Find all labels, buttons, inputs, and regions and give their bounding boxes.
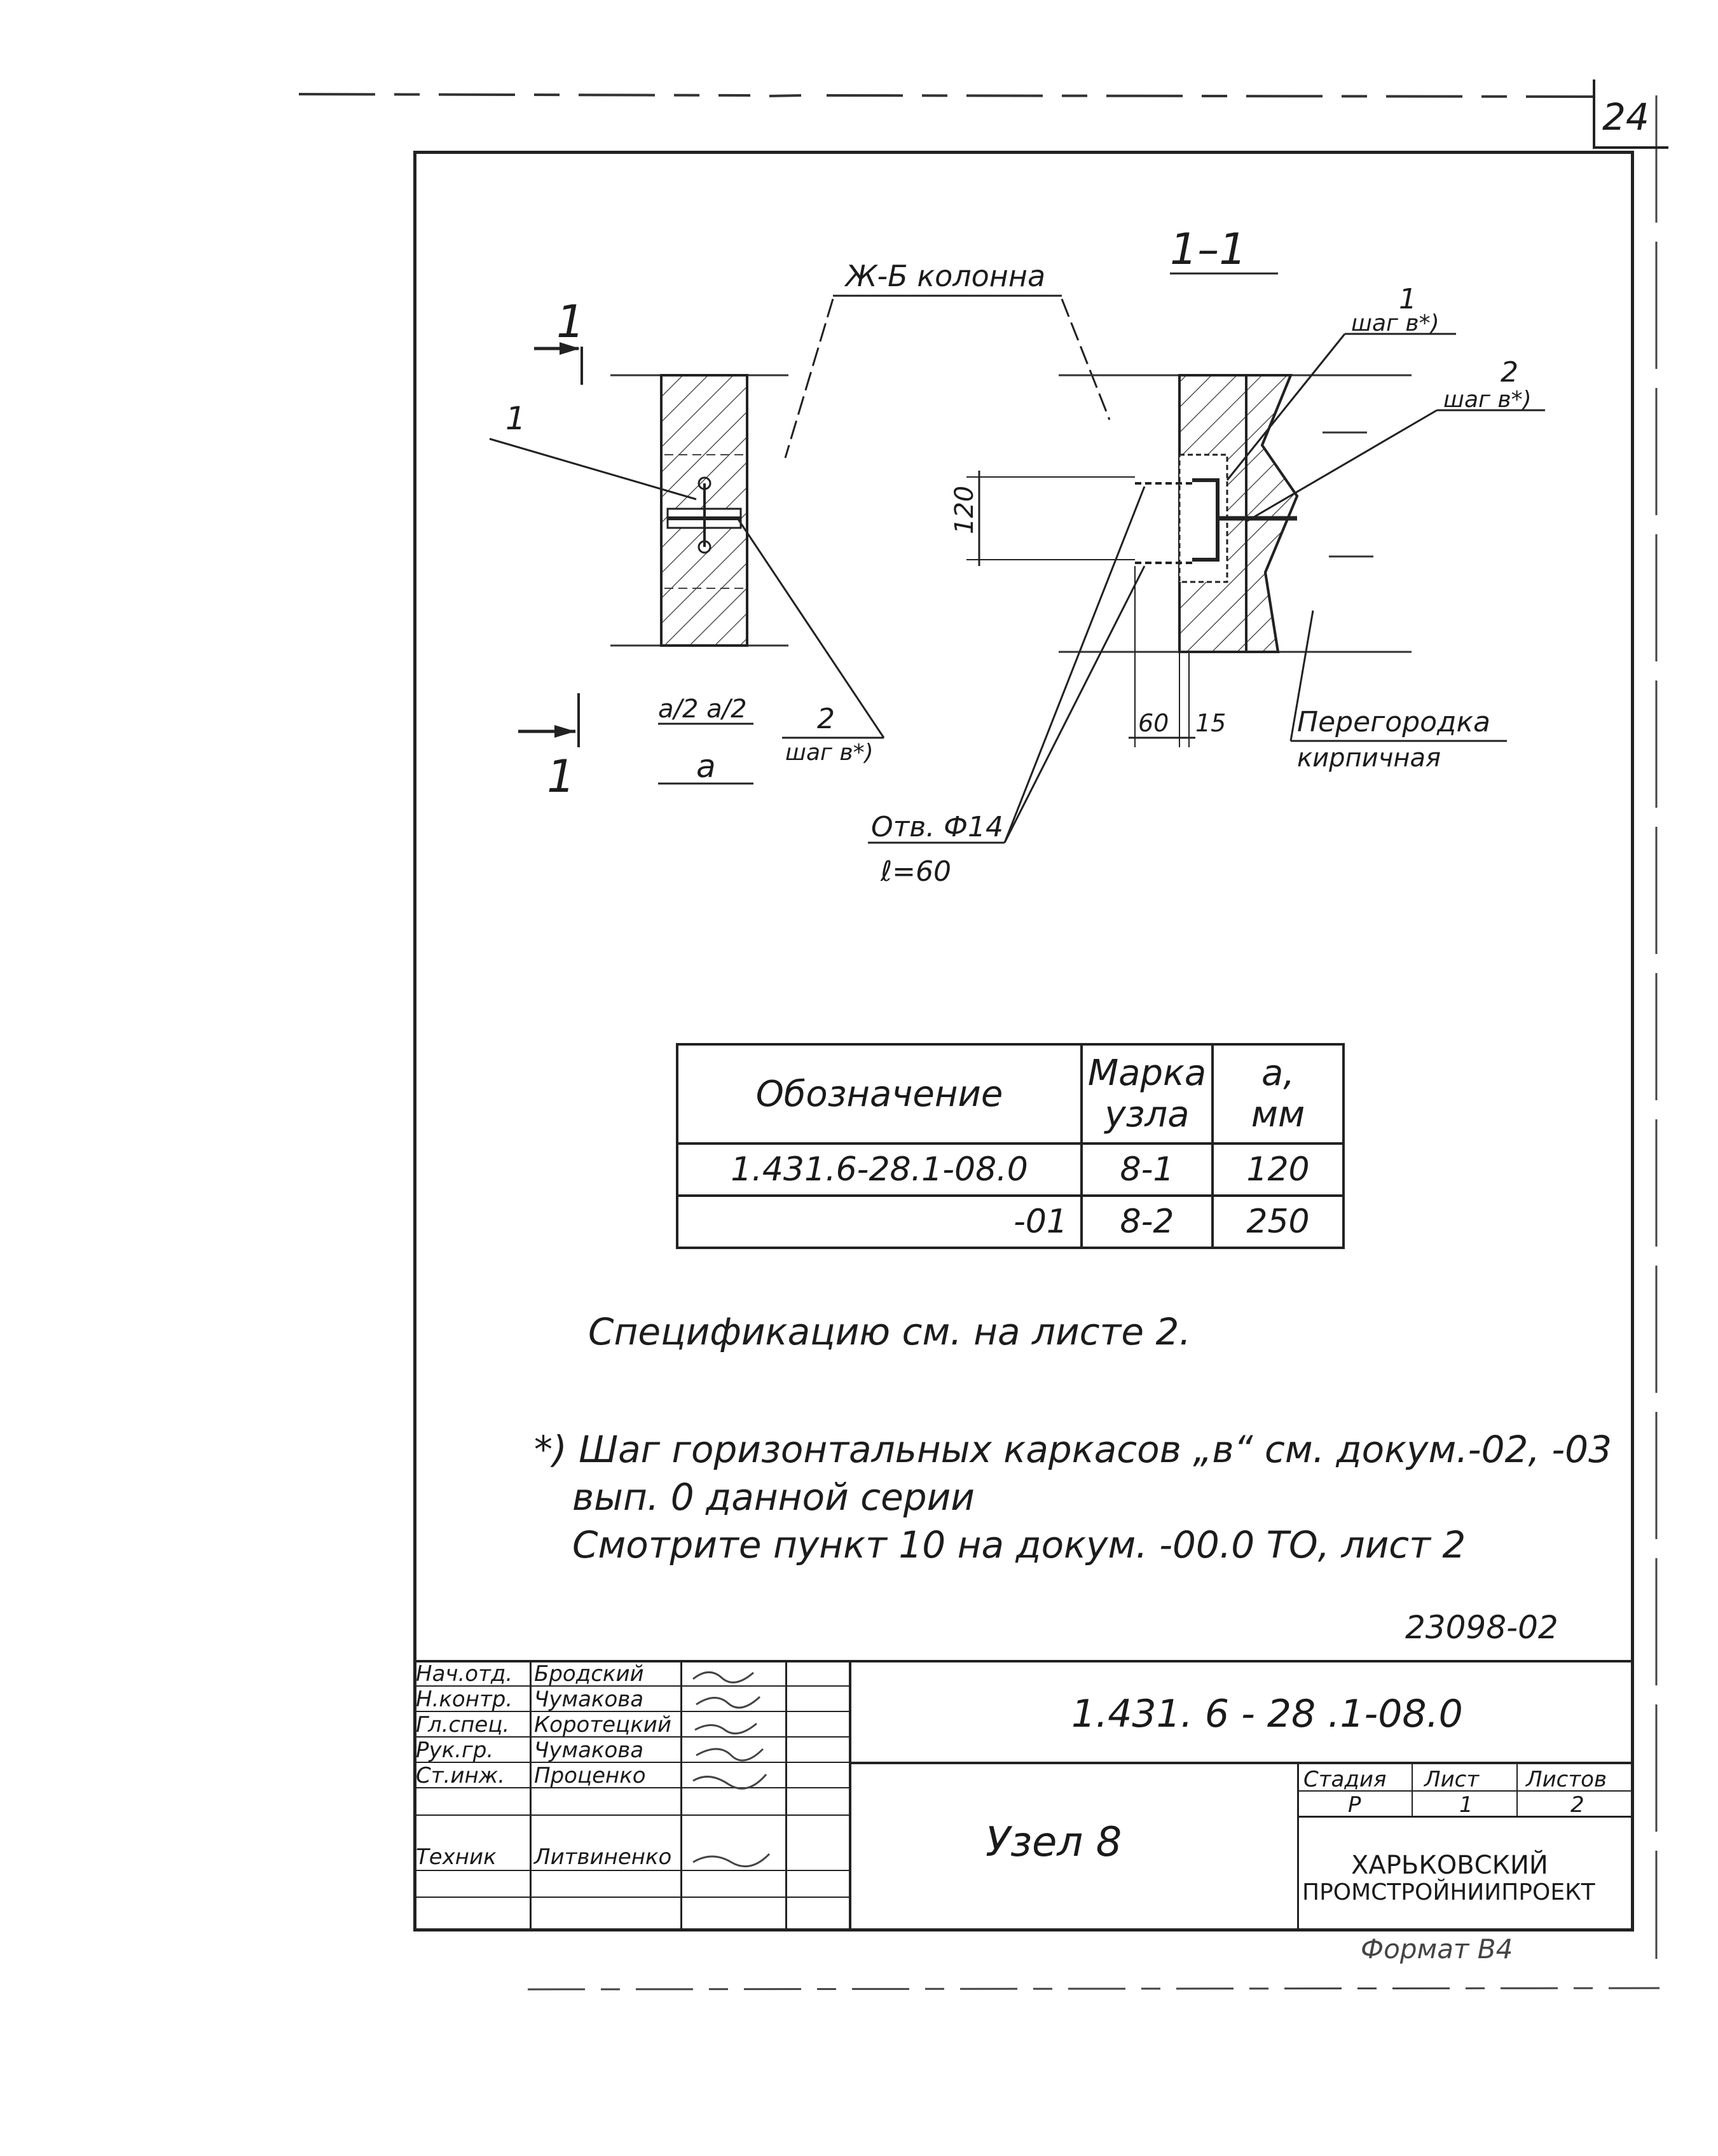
left-view (489, 294, 1111, 785)
name-0: Бродский (534, 1661, 644, 1687)
sheet-number: 24 (1602, 95, 1649, 139)
callout-2-left-num: 2 (817, 703, 835, 735)
section-mark-bottom: 1 (547, 750, 575, 803)
role-5: Техник (416, 1844, 497, 1870)
header-designation: Обозначение (676, 1043, 1083, 1145)
hole-label-1: Отв. Ф14 (871, 811, 1003, 843)
sheet-value: 1 (1459, 1792, 1473, 1818)
table-row: 1.431.6-28.1-08.0 8-1 120 (676, 1142, 1345, 1197)
section-mark-top: 1 (556, 296, 585, 348)
header-mark-line-1: Марка (1087, 1053, 1207, 1094)
name-2: Коротецкий (534, 1712, 671, 1738)
name-4: Проценко (534, 1763, 646, 1788)
organization-line-2: ПРОМСТРОЙНИИПРОЕКТ (1302, 1879, 1595, 1905)
spec-note: Спецификацию см. на листе 2. (588, 1310, 1191, 1353)
callout-1-step: шаг в*) (1351, 310, 1440, 336)
dim-half-a: a/2 a/2 (658, 694, 747, 724)
header-mark-line-2: узла (1104, 1094, 1190, 1135)
footnote-line-1: *) Шаг горизонтальных каркасов „в“ см. д… (534, 1428, 1612, 1471)
header-a-line-2: мм (1251, 1094, 1305, 1135)
name-3: Чумакова (534, 1738, 644, 1763)
role-2: Гл.спец. (416, 1712, 510, 1738)
callout-1-step-num: 1 (1399, 283, 1417, 315)
column-label: Ж-Б колонна (844, 259, 1045, 293)
section-title: 1–1 (1170, 225, 1247, 275)
header-a-line-1: a, (1261, 1053, 1295, 1094)
cell-designation: -01 (676, 1194, 1083, 1249)
callout-1: 1 (505, 400, 526, 437)
dim-60: 60 (1138, 709, 1169, 737)
archive-number: 23098-02 (1405, 1609, 1558, 1646)
title-block: Нач.отд. Бродский Н.контр. Чумакова Гл.с… (413, 1660, 1634, 1931)
partition-label-2: кирпичная (1297, 743, 1441, 773)
right-view (868, 272, 1545, 844)
stage-header: Стадия (1303, 1767, 1387, 1792)
name-1: Чумакова (534, 1687, 644, 1712)
dim-a: a (696, 748, 716, 785)
drawing-frame (413, 151, 1634, 1931)
sheet-header: Лист (1424, 1767, 1480, 1792)
document-code: 1.431. 6 - 28 .1-08.0 (1071, 1692, 1463, 1736)
drawing-title: Узел 8 (986, 1819, 1122, 1866)
callout-2-right: шаг в*) (1443, 387, 1532, 413)
role-1: Н.контр. (416, 1687, 513, 1712)
dim-120: 120 (950, 486, 979, 534)
format-label: Формат В4 (1361, 1933, 1513, 1965)
header-a: a,мм (1211, 1043, 1345, 1145)
cell-a: 120 (1211, 1142, 1345, 1197)
sheets-header: Листов (1526, 1767, 1607, 1792)
sheet-number-box (1593, 79, 1668, 149)
hole-label-2: ℓ=60 (880, 855, 951, 888)
organization-line-1: ХАРЬКОВСКИЙ (1351, 1851, 1548, 1880)
dim-15: 15 (1195, 709, 1226, 737)
name-5: Литвиненко (534, 1844, 672, 1870)
sheets-value: 2 (1570, 1792, 1584, 1818)
role-3: Рук.гр. (416, 1738, 494, 1763)
footnote-line-3: Смотрите пункт 10 на докум. -00.0 ТО, ли… (572, 1523, 1466, 1566)
cell-mark: 8-1 (1080, 1142, 1214, 1197)
partition-label-1: Перегородка (1297, 706, 1490, 738)
footnote-line-2: вып. 0 данной серии (572, 1475, 975, 1519)
table-row: -01 8-2 250 (676, 1194, 1345, 1249)
callout-2-left: шаг в*) (785, 740, 874, 766)
stage-value: Р (1348, 1792, 1361, 1818)
signatures (692, 1671, 771, 1868)
callout-2-right-num: 2 (1501, 356, 1518, 389)
cell-designation: 1.431.6-28.1-08.0 (676, 1142, 1083, 1197)
role-4: Ст.инж. (416, 1763, 505, 1788)
cell-a: 250 (1211, 1194, 1345, 1249)
role-0: Нач.отд. (416, 1661, 513, 1687)
cell-mark: 8-2 (1080, 1194, 1214, 1249)
